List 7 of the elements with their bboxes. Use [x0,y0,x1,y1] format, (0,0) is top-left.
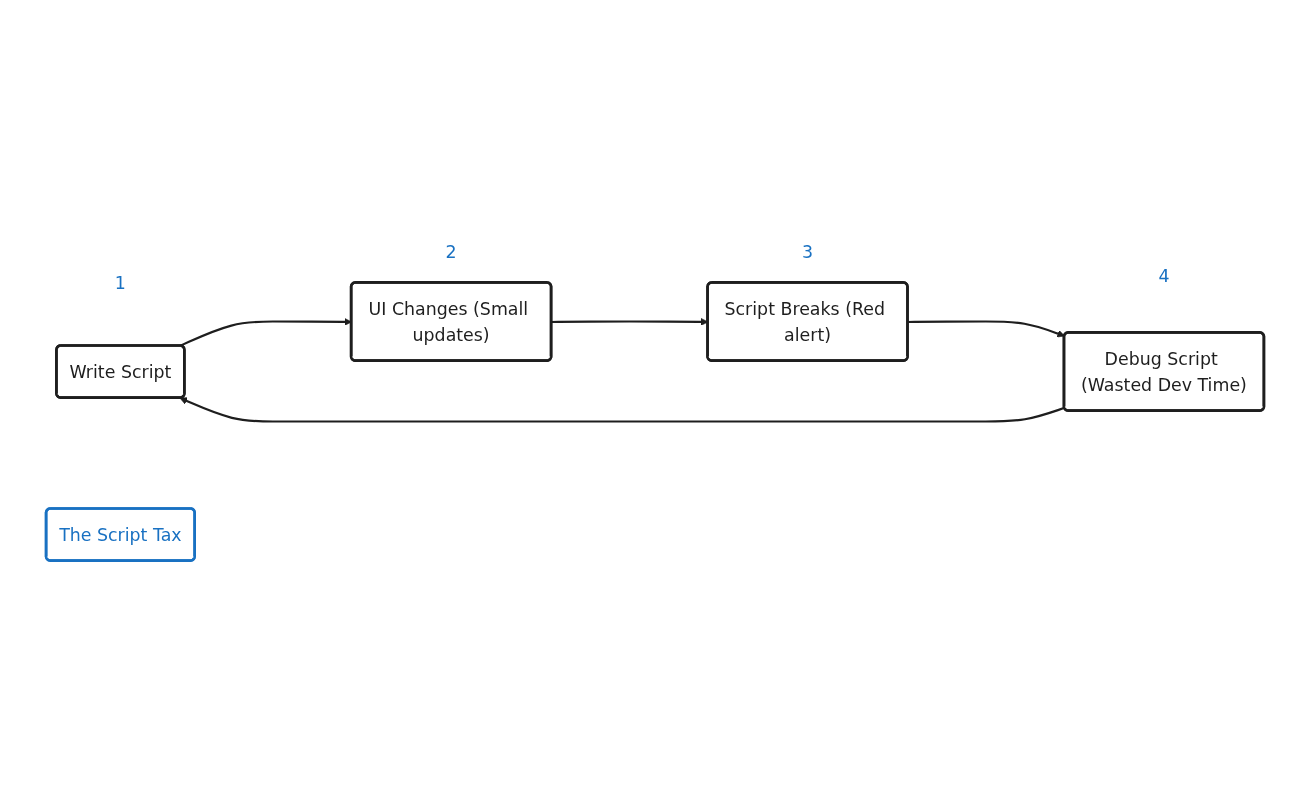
node-label: 3 [801,241,814,263]
node-label: 4 [1158,265,1170,287]
node-label: 2 [445,241,457,263]
arrow [179,397,1065,423]
arrow [179,318,352,348]
node-label: 1 [114,272,126,294]
arrow [907,320,1065,338]
